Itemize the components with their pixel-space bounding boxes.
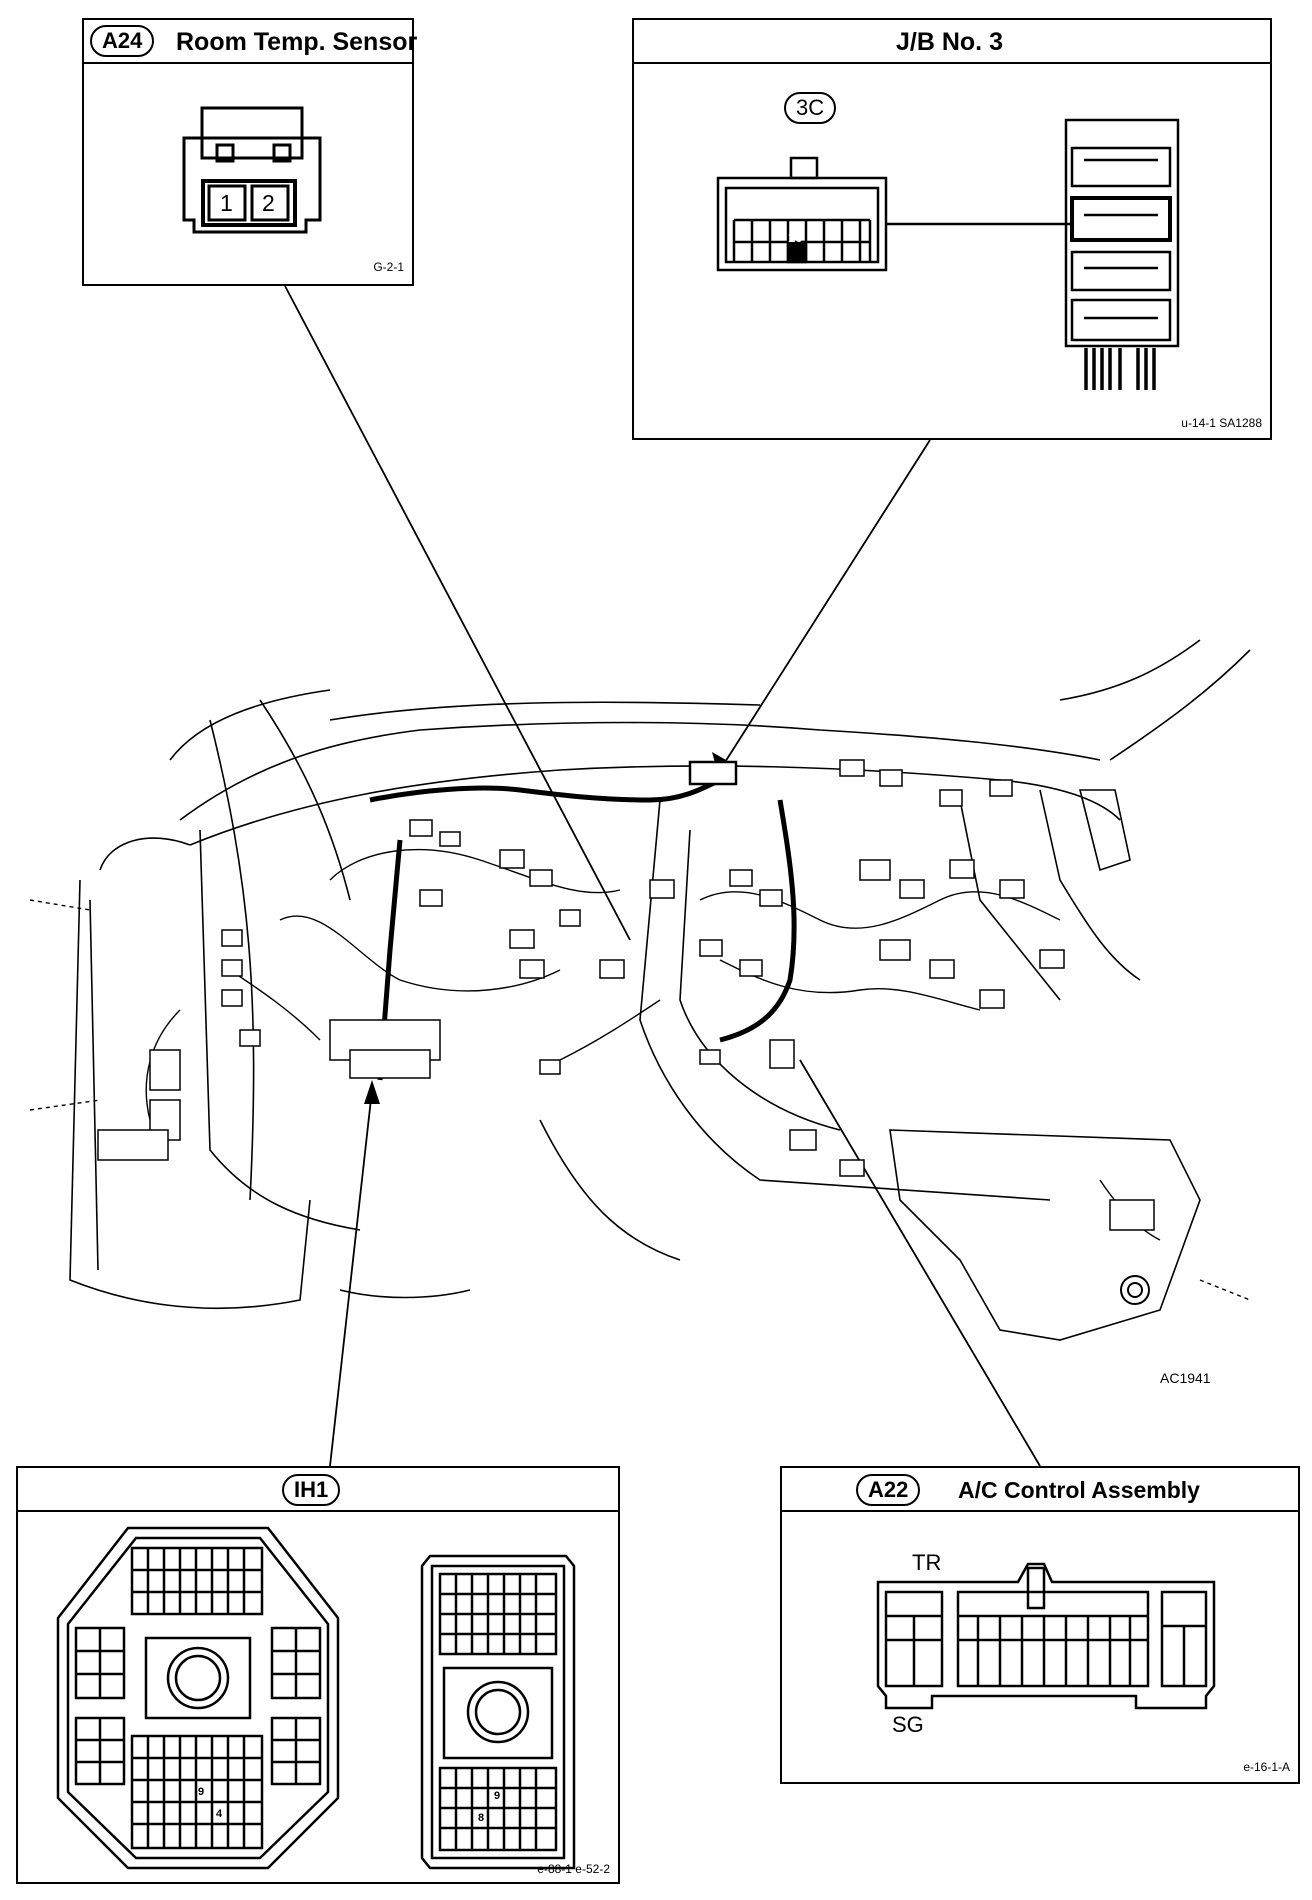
- ih1-arrow: [364, 1080, 380, 1104]
- a24-pin-1: 1: [220, 190, 233, 216]
- ih1-code: IH1: [282, 1474, 341, 1506]
- ih1-connector-drawing: [56, 1526, 576, 1870]
- a24-connector-drawing: [182, 106, 322, 234]
- ih1-pin-4: 4: [216, 1808, 223, 1820]
- jb3-title: J/B No. 3: [896, 28, 1003, 56]
- main-drawing-ref: AC1941: [1160, 1370, 1211, 1386]
- a22-connector-panel: A22 A/C Control Assembly TR SG: [780, 1466, 1300, 1784]
- a24-code: A24: [90, 25, 155, 57]
- ih1-pin-8: 8: [478, 1812, 485, 1824]
- a22-pin-sg: SG: [892, 1712, 924, 1737]
- jb3-connector-drawing: [716, 118, 1180, 390]
- a24-ref: G-2-1: [373, 260, 404, 274]
- a22-connector-drawing: [876, 1562, 1216, 1710]
- ih1-pin-9-left: 9: [198, 1786, 205, 1798]
- a22-code: A22: [856, 1474, 921, 1506]
- a22-ref: e-16-1-A: [1243, 1760, 1290, 1774]
- ih1-ref: e-88-1 e-52-2: [537, 1862, 610, 1876]
- jb3-connector-panel: J/B No. 3 3C: [632, 18, 1272, 440]
- a22-pin-tr: TR: [912, 1550, 942, 1575]
- a24-connector-panel: A24 Room Temp. Sensor 1 2 G-2-1: [82, 18, 417, 286]
- jb3-code: 3C: [784, 92, 837, 124]
- jb3-ref: u-14-1 SA1288: [1181, 416, 1262, 430]
- a22-title: A/C Control Assembly: [958, 1477, 1200, 1503]
- a22-header: A22 A/C Control Assembly: [782, 1468, 1298, 1512]
- jb3-location: [688, 760, 738, 786]
- ih1-header: IH1: [18, 1468, 618, 1512]
- jb3-header: J/B No. 3: [634, 20, 1270, 64]
- ih1-pin-9-right: 9: [494, 1790, 501, 1802]
- ih1-connector-panel: IH1: [16, 1466, 620, 1884]
- a24-title: Room Temp. Sensor: [176, 28, 418, 56]
- a24-header: A24 Room Temp. Sensor: [84, 20, 417, 64]
- jb3-pin-10: 10: [788, 230, 803, 245]
- a24-pin-2: 2: [262, 190, 275, 216]
